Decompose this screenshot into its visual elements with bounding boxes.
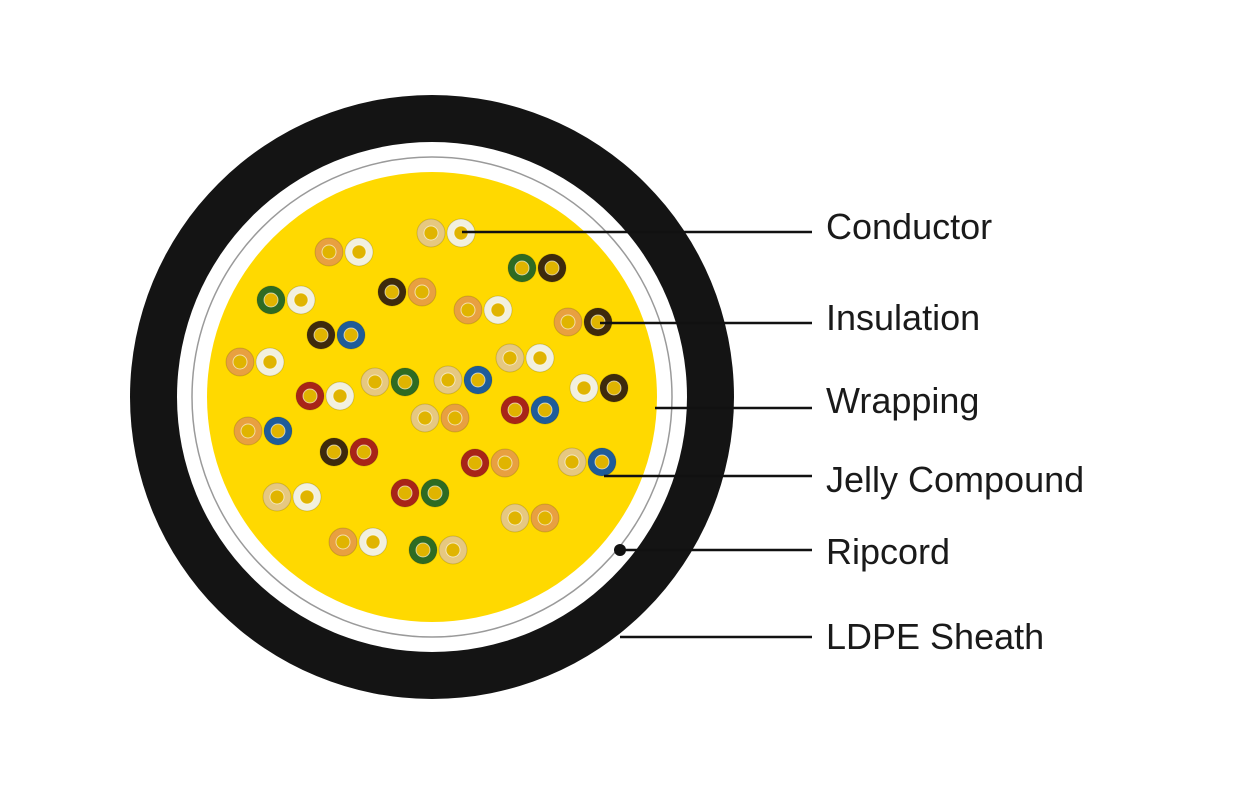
conductor-core [335, 534, 351, 550]
conductor-core [240, 423, 256, 439]
wire-pair [225, 347, 285, 377]
label-insulation: Insulation [826, 297, 981, 338]
wire-pair [460, 448, 520, 478]
label-wrapping: Wrapping [826, 380, 980, 421]
wire-pair [377, 277, 437, 307]
conductor-core [544, 260, 560, 276]
conductor-core [445, 542, 461, 558]
wire-pair [306, 320, 366, 350]
wire-pair [553, 307, 613, 337]
wire-pair [408, 535, 468, 565]
conductor-core [263, 292, 279, 308]
conductor-core [365, 534, 381, 550]
label-conductor: Conductor [826, 206, 993, 247]
conductor-core [367, 374, 383, 390]
conductor-core [594, 454, 610, 470]
conductor-core [467, 455, 483, 471]
conductor-core [414, 284, 430, 300]
conductor-core [351, 244, 367, 260]
conductor-core [269, 489, 285, 505]
conductor-core [564, 454, 580, 470]
conductor-core [417, 410, 433, 426]
wire-pair [500, 503, 560, 533]
conductor-core [447, 410, 463, 426]
conductor-core [262, 354, 278, 370]
wrapping-line [191, 156, 673, 638]
conductor-core [302, 388, 318, 404]
conductor-core [507, 510, 523, 526]
conductor-core [384, 284, 400, 300]
conductor-core [423, 225, 439, 241]
wire-pair [256, 285, 316, 315]
wire-pair [410, 403, 470, 433]
conductor-core [415, 542, 431, 558]
wire-pairs-group [225, 218, 629, 565]
conductor-core [232, 354, 248, 370]
label-ripcord: Ripcord [826, 531, 951, 572]
label-jelly-compound: Jelly Compound [826, 459, 1085, 500]
wire-pair [433, 365, 493, 395]
wire-pair [262, 482, 322, 512]
conductor-core [343, 327, 359, 343]
wire-pair [569, 373, 629, 403]
conductor-core [397, 485, 413, 501]
conductor-core [507, 402, 523, 418]
conductor-core [576, 380, 592, 396]
conductor-core [497, 455, 513, 471]
conductor-core [299, 489, 315, 505]
wire-pair [557, 447, 617, 477]
conductor-core [397, 374, 413, 390]
conductor-core [532, 350, 548, 366]
wire-pair [507, 253, 567, 283]
wire-pair [314, 237, 374, 267]
conductor-core [356, 444, 372, 460]
wire-pair [319, 437, 379, 467]
conductor-core [490, 302, 506, 318]
wire-pair [233, 416, 293, 446]
leader-lines [462, 230, 812, 639]
wire-pair [295, 381, 355, 411]
wire-pair [500, 395, 560, 425]
conductor-core [470, 372, 486, 388]
conductor-core [560, 314, 576, 330]
conductor-core [460, 302, 476, 318]
conductor-core [293, 292, 309, 308]
conductor-core [427, 485, 443, 501]
conductor-core [606, 380, 622, 396]
conductor-core [502, 350, 518, 366]
wire-pair [495, 343, 555, 373]
wire-pair [453, 295, 513, 325]
conductor-core [270, 423, 286, 439]
conductor-core [313, 327, 329, 343]
conductor-core [440, 372, 456, 388]
label-ldpe-sheath: LDPE Sheath [826, 616, 1045, 657]
conductor-core [537, 510, 553, 526]
wire-pair [416, 218, 476, 248]
conductor-core [514, 260, 530, 276]
wire-pair [328, 527, 388, 557]
conductor-core [537, 402, 553, 418]
conductor-core [321, 244, 337, 260]
conductor-core [332, 388, 348, 404]
conductor-core [326, 444, 342, 460]
wire-pair [390, 478, 450, 508]
wire-pair [360, 367, 420, 397]
